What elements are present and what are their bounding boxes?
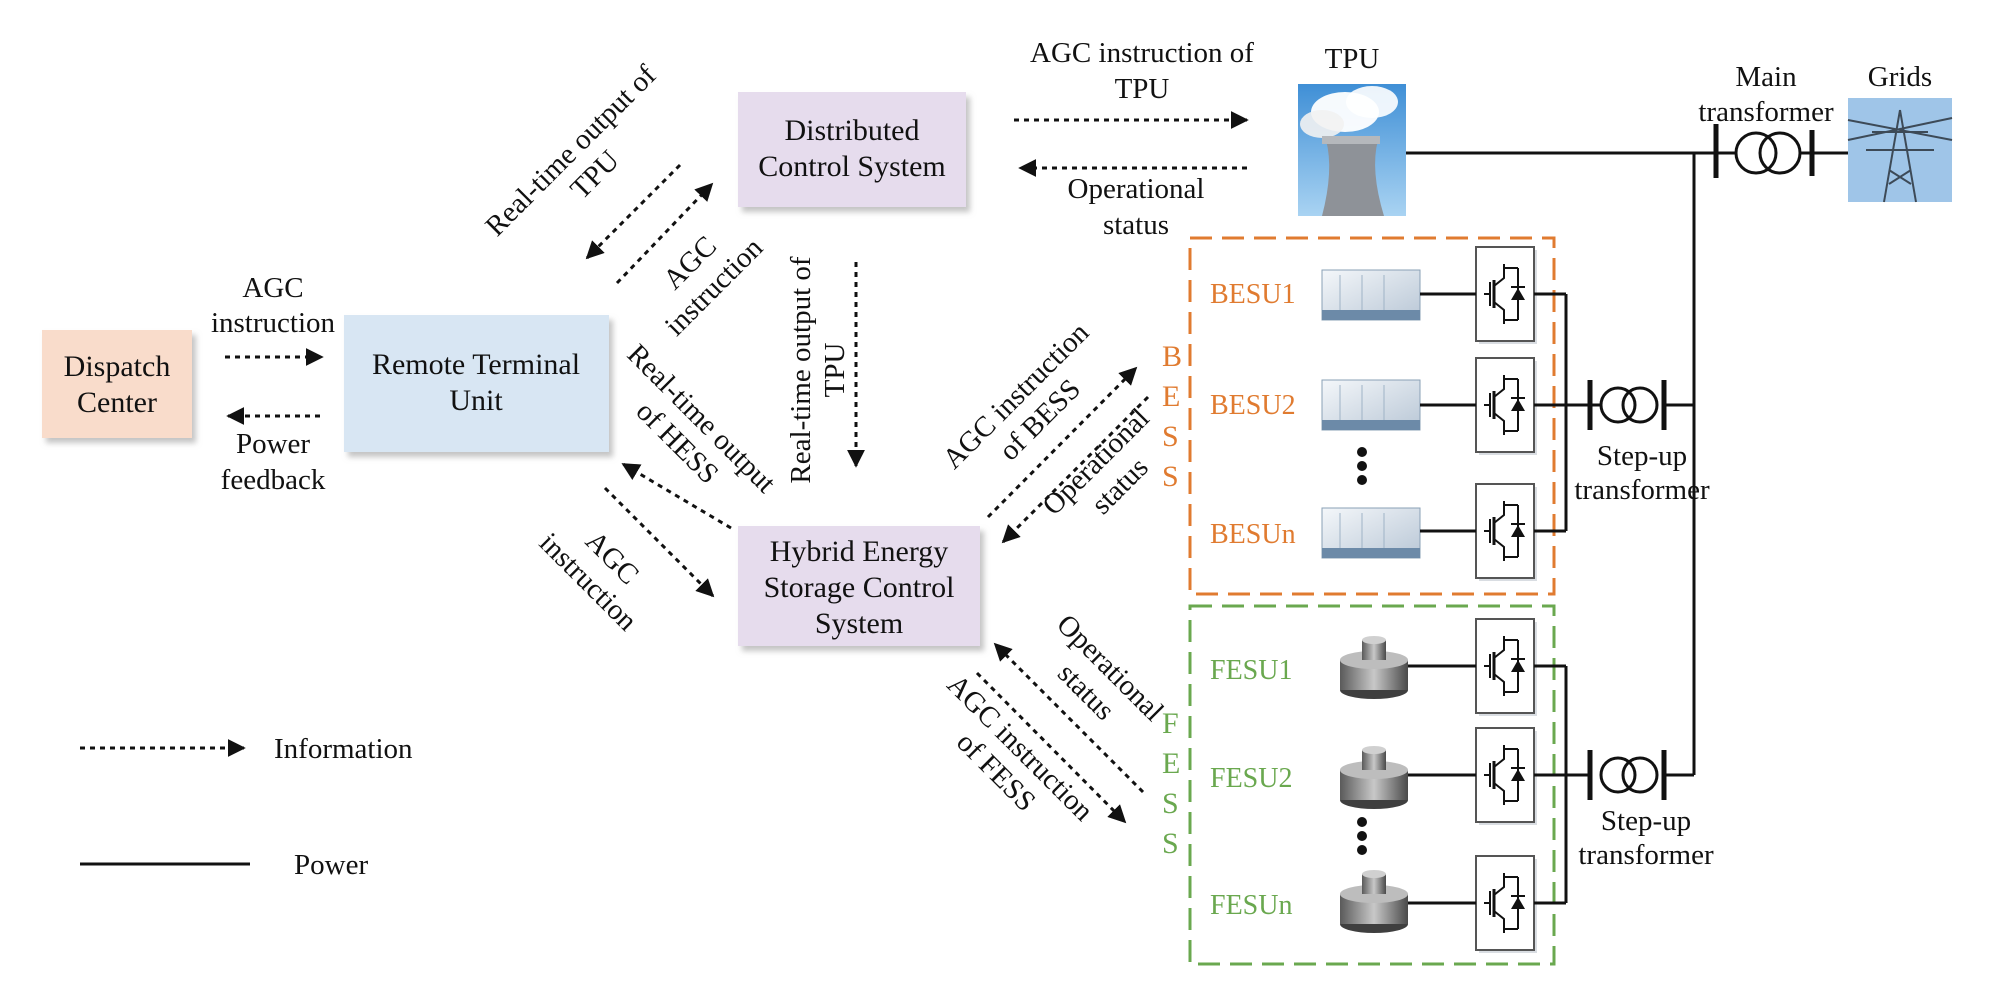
dispatch-center-label-2: Center — [77, 386, 157, 419]
fesu1-label: FESU1 — [1210, 655, 1292, 686]
op-status-tpu-label-1: Operational — [1068, 173, 1205, 205]
battery-unit-2-icon — [1321, 379, 1421, 431]
fesun-label: FESUn — [1210, 890, 1292, 921]
arrow-rtu-to-dcs — [615, 182, 714, 285]
transmission-tower-icon — [1847, 98, 1953, 203]
stepup-transformer-1-icon — [1587, 380, 1667, 430]
agc-dispatch-label-2: instruction — [211, 307, 336, 339]
hess-label-3: System — [815, 607, 903, 640]
stepup1-label-2: transformer — [1574, 474, 1710, 506]
fess-ellipsis-icon — [1357, 817, 1367, 855]
bess-ellipsis-icon — [1357, 447, 1367, 485]
op-status-tpu-label-2: status — [1103, 209, 1169, 241]
power-feedback-label-2: feedback — [221, 464, 326, 496]
fesu2-label: FESU2 — [1210, 763, 1292, 794]
arrow-bess-to-hess — [1001, 395, 1150, 544]
flywheel-unit-2-icon — [1340, 746, 1408, 809]
fess-letter-s1: S — [1162, 787, 1179, 820]
fess-letter-s2: S — [1162, 827, 1179, 860]
cooling-tower-icon — [1298, 84, 1406, 216]
distributed-control-system-box: Distributed Control System — [738, 92, 966, 207]
battery-unit-1-icon — [1321, 269, 1421, 321]
legend-power-label: Power — [294, 849, 368, 881]
legend-information-label: Information — [274, 733, 413, 765]
stepup2-label-2: transformer — [1578, 839, 1714, 871]
converter-besu2-icon — [1475, 357, 1537, 455]
agc-dispatch-label-1: AGC — [242, 272, 303, 304]
fess-letter-f: F — [1162, 707, 1179, 740]
agc-tpu-label-1: AGC instruction of — [1030, 37, 1254, 69]
main-transformer-label-2: transformer — [1698, 96, 1834, 128]
bess-letter-e: E — [1162, 380, 1180, 413]
grids-label: Grids — [1868, 61, 1932, 93]
hess-label-1: Hybrid Energy — [770, 535, 949, 568]
stepup1-label-1: Step-up — [1597, 440, 1687, 472]
converter-fesu1-icon — [1475, 618, 1537, 716]
rt-tpu-left-label-1: Real-time output of — [479, 59, 662, 242]
dcs-label-1: Distributed — [785, 114, 920, 147]
dispatch-center-label-1: Dispatch — [64, 350, 171, 383]
converter-fesun-icon — [1475, 855, 1537, 953]
main-transformer-label-1: Main — [1735, 61, 1797, 93]
besu1-label: BESU1 — [1210, 279, 1296, 310]
main-transformer-icon — [1713, 124, 1815, 178]
bess-letter-s2: S — [1162, 460, 1179, 493]
fess-letter-e: E — [1162, 747, 1180, 780]
fess-group-border — [1188, 604, 1556, 966]
hess-label-2: Storage Control — [764, 571, 955, 604]
battery-unit-n-icon — [1321, 507, 1421, 559]
hybrid-energy-storage-control-box: Hybrid Energy Storage Control System — [738, 526, 980, 646]
flywheel-unit-n-icon — [1340, 870, 1408, 933]
rt-tpu-mid-label-2: TPU — [819, 343, 851, 398]
flywheel-unit-1-icon — [1340, 636, 1408, 699]
dcs-label-2: Control System — [758, 150, 946, 183]
unit-power-lines — [1408, 292, 1566, 905]
rtu-label-2: Unit — [449, 384, 503, 417]
rt-tpu-mid-label-1: Real-time output of — [785, 256, 817, 483]
converter-besu1-icon — [1475, 246, 1537, 344]
rtu-label-1: Remote Terminal — [372, 348, 580, 381]
stepup2-label-1: Step-up — [1601, 805, 1691, 837]
agc-tpu-label-2: TPU — [1115, 73, 1170, 105]
tpu-label: TPU — [1325, 43, 1380, 75]
remote-terminal-unit-box: Remote Terminal Unit — [344, 315, 609, 452]
bess-letter-b: B — [1162, 340, 1182, 373]
arrow-hess-to-rtu — [621, 462, 732, 530]
bess-group-border — [1188, 236, 1556, 596]
besu2-label: BESU2 — [1210, 390, 1296, 421]
arrow-dcs-to-rtu — [585, 163, 682, 260]
arrow-fess-to-hess — [993, 642, 1145, 794]
power-feedback-label-1: Power — [236, 428, 310, 460]
converter-besun-icon — [1475, 483, 1537, 581]
stepup-transformer-2-icon — [1587, 750, 1667, 800]
besun-label: BESUn — [1210, 519, 1296, 550]
converter-fesu2-icon — [1475, 727, 1537, 825]
bess-letter-s1: S — [1162, 420, 1179, 453]
dispatch-center-box: Dispatch Center — [42, 330, 192, 438]
